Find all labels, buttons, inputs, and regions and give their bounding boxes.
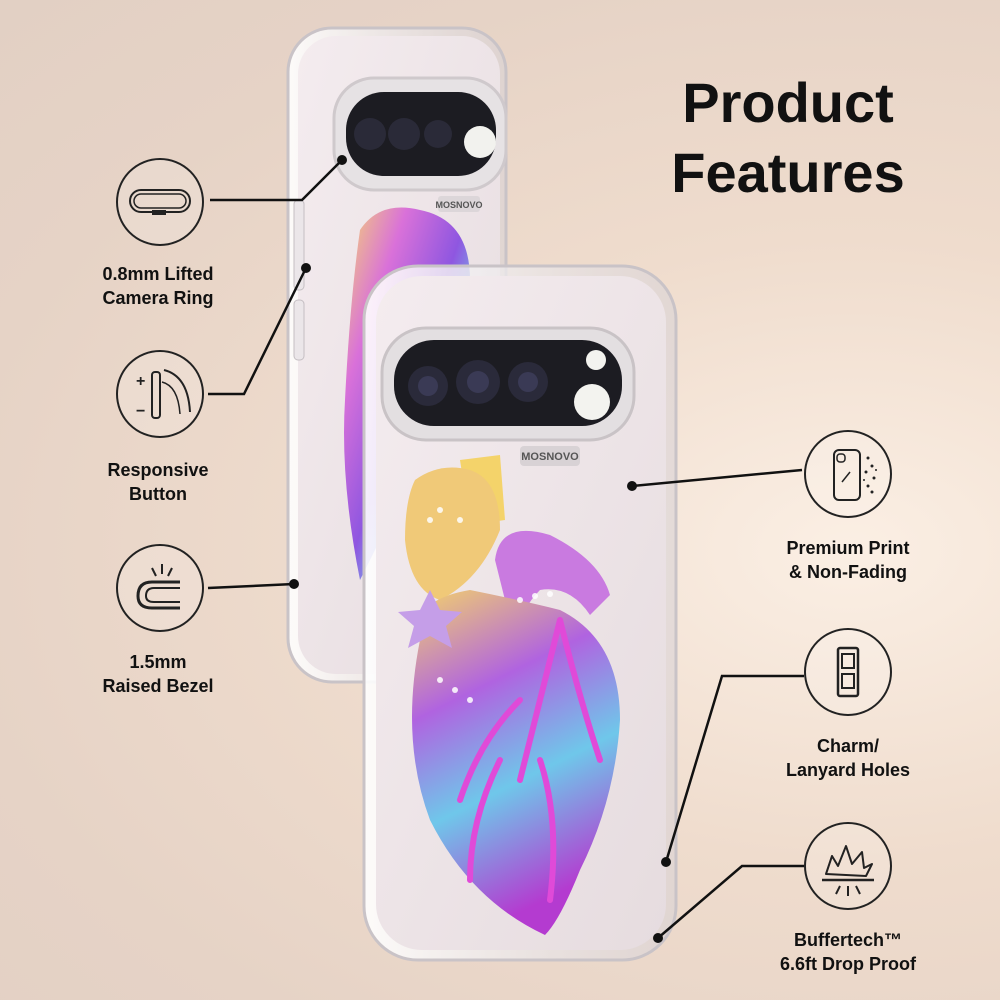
back-brand-tag bbox=[438, 196, 480, 212]
heart-veins bbox=[457, 617, 603, 903]
title-line-product: Product bbox=[682, 71, 894, 134]
heart-star bbox=[398, 590, 462, 648]
front-lens-2-glass bbox=[467, 371, 489, 393]
feature-label-premium-print: Premium Print & Non-Fading bbox=[786, 538, 910, 582]
impact-burst-icon bbox=[804, 822, 892, 910]
back-brand-logo: MOSNOVO bbox=[435, 200, 482, 210]
front-sensor bbox=[586, 350, 606, 370]
front-flash bbox=[574, 384, 610, 420]
feature-label-drop-proof: Buffertech™ 6.6ft Drop Proof bbox=[779, 930, 916, 974]
front-lens-1-glass bbox=[418, 376, 438, 396]
heart-arch bbox=[495, 530, 610, 640]
front-phone: MOSNOVO bbox=[362, 264, 678, 962]
heart-print bbox=[398, 455, 620, 935]
lanyard-holes-icon bbox=[804, 628, 892, 716]
front-camera-bar bbox=[394, 340, 622, 426]
feature-label-responsive-button: Responsive Button bbox=[107, 460, 209, 504]
feature-label-lanyard-holes: Charm/ Lanyard Holes bbox=[785, 736, 911, 780]
raised-bezel-icon bbox=[116, 544, 204, 632]
heart-main bbox=[412, 590, 620, 935]
back-flash bbox=[464, 126, 496, 158]
feature-label-camera-ring: 0.8mm Lifted Camera Ring bbox=[102, 264, 214, 308]
phone-print-icon bbox=[804, 430, 892, 518]
heart-dots bbox=[427, 507, 553, 703]
back-side-button-2 bbox=[293, 299, 305, 361]
back-lens-3 bbox=[424, 120, 452, 148]
front-brand-logo: MOSNOVO bbox=[521, 451, 579, 463]
svg-text:+: + bbox=[136, 373, 145, 390]
camera-ring-icon bbox=[116, 158, 204, 246]
back-lens-2 bbox=[388, 118, 420, 150]
title-line-features: Features bbox=[671, 141, 905, 204]
front-brand-tag bbox=[520, 446, 580, 466]
back-camera-bar bbox=[346, 92, 496, 176]
back-side-button bbox=[293, 199, 305, 291]
feature-label-raised-bezel: 1.5mm Raised Bezel bbox=[102, 652, 214, 696]
side-button-icon: + − bbox=[116, 350, 204, 438]
svg-text:−: − bbox=[136, 403, 145, 420]
front-lens-3-glass bbox=[518, 372, 538, 392]
heart-left-atrium bbox=[405, 467, 500, 600]
back-lens-1 bbox=[354, 118, 386, 150]
product-title: Product Features bbox=[638, 68, 938, 208]
